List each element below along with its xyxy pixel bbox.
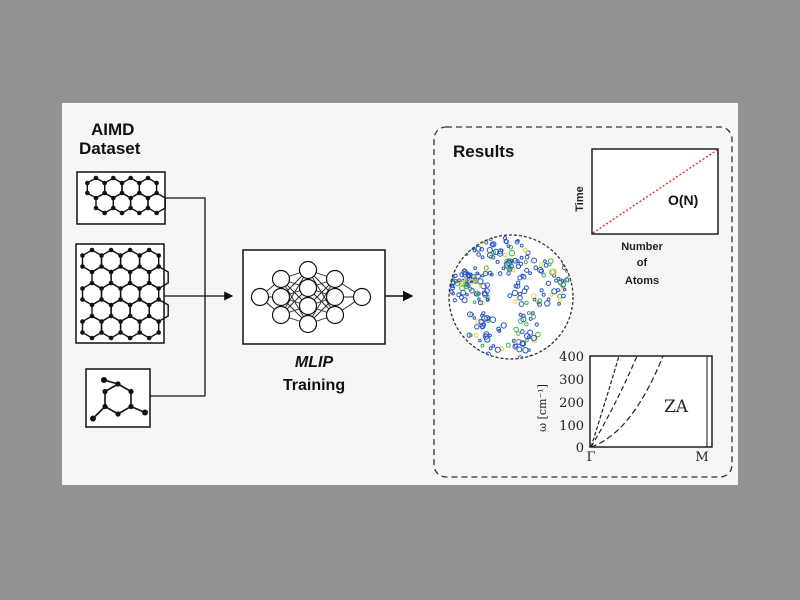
scaling-plot: Time O(N) Number of Atoms [574, 148, 719, 287]
workflow-diagram: AIMD Dataset [75, 120, 733, 478]
dataset-title-line1: AIMD [91, 120, 134, 139]
fracture-structure [449, 235, 572, 359]
ytick-200: 200 [559, 396, 584, 411]
ytick-0: 0 [576, 441, 584, 456]
xtick-gamma: Γ [586, 450, 595, 465]
ytick-400: 400 [559, 350, 584, 365]
phonon-ylabel: ω [cm⁻¹] [536, 384, 549, 432]
ytick-100: 100 [559, 419, 584, 434]
scaling-ylabel: Time [574, 186, 586, 211]
simulated-structure-snapshot [448, 234, 574, 360]
honeycomb-lattice-small [85, 175, 166, 216]
phonon-y-ticks: 400 300 200 100 0 [559, 350, 584, 456]
ytick-300: 300 [559, 373, 584, 388]
results-panel [433, 126, 733, 478]
scaling-trend-line [592, 149, 718, 234]
results-title: Results [453, 142, 514, 161]
dataset-title-line2: Dataset [79, 139, 141, 158]
scaling-xlabel-line1: Number [621, 241, 663, 253]
figure-panel: AIMD Dataset [62, 103, 738, 485]
structure-box-3 [85, 368, 151, 428]
structure-box-1 [76, 171, 166, 225]
structure-box-2 [75, 243, 169, 344]
za-branch-label: ZA [664, 397, 689, 417]
neural-network-icon [250, 260, 372, 334]
phonon-branches [590, 355, 664, 448]
honeycomb-lattice-large [80, 247, 169, 341]
xtick-m: M [695, 450, 708, 465]
phonon-dispersion-plot: 400 300 200 100 0 ω [cm⁻¹] Γ M ZA [536, 350, 713, 465]
mlip-label-line1: MLIP [295, 354, 334, 371]
scaling-xlabel-line2: of [637, 257, 648, 269]
dataset-connectors [150, 197, 234, 397]
mlip-box [242, 249, 386, 345]
mlip-label-line2: Training [283, 377, 345, 394]
hexagon-molecule [90, 377, 148, 422]
scaling-annotation: O(N) [668, 192, 698, 208]
scaling-xlabel-line3: Atoms [625, 275, 659, 287]
